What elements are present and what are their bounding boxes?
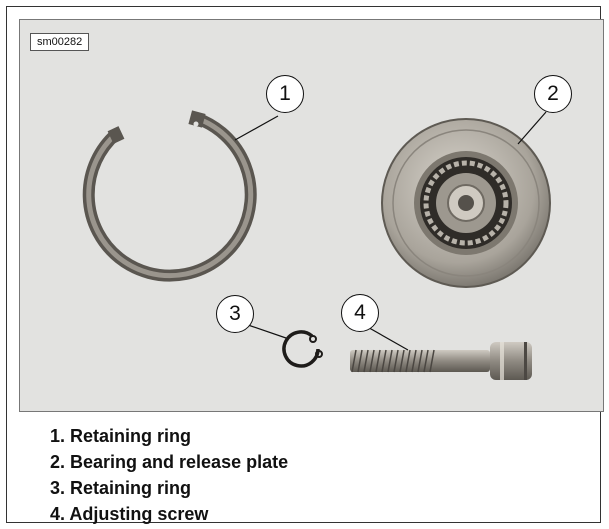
adjusting-screw xyxy=(350,342,532,380)
callout-4: 4 xyxy=(341,294,379,332)
legend-item-1: 1. Retaining ring xyxy=(50,426,192,446)
legend-item-3: 3. Retaining ring xyxy=(50,478,192,498)
figure-id-label: sm00282 xyxy=(30,33,90,51)
leader-lines xyxy=(234,111,547,351)
callout-3: 3 xyxy=(216,295,254,333)
parts-illustration xyxy=(82,110,551,380)
callout-1: 1 xyxy=(266,75,304,113)
legend-item-4: 4. Adjusting screw xyxy=(50,504,209,524)
parts-photo: sm00282 1 2 3 4 xyxy=(19,19,604,412)
retaining-ring-large xyxy=(82,110,257,282)
parts-legend: 1. Retaining ring 2. Bearing and release… xyxy=(50,423,288,527)
retaining-ring-small xyxy=(282,330,323,368)
figure-frame: sm00282 1 2 3 4 1. Retaining ring 2. Bea… xyxy=(6,6,604,524)
callout-2: 2 xyxy=(534,75,572,113)
legend-item-2: 2. Bearing and release plate xyxy=(50,452,289,472)
bearing-release-plate xyxy=(381,118,551,288)
